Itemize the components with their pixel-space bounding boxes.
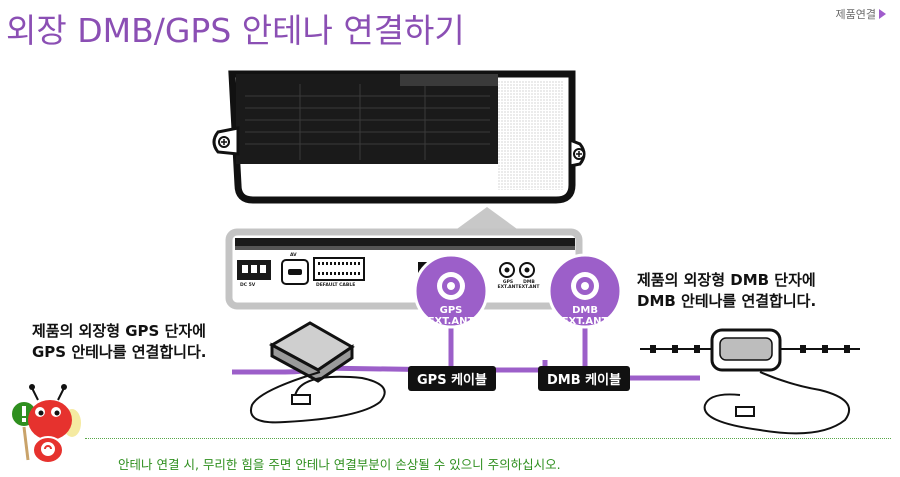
- caution-notice: 안테나 연결 시, 무리한 힘을 주면 안테나 연결부분이 손상될 수 있으니 …: [118, 457, 561, 472]
- screw-hole-right: [568, 137, 586, 168]
- default-cable-label: DEFAULT CABLE: [316, 283, 356, 288]
- dmb-antenna: [640, 328, 860, 435]
- dmb-jack-label: DMB EXT.ANT: [518, 280, 540, 290]
- dmb-callout-label: DMB EXT.ANT: [545, 305, 625, 327]
- dmb-caption: 제품의 외장형 DMB 단자에 DMB 안테나를 연결합니다.: [637, 270, 816, 312]
- gps-caption-line1: 제품의 외장형 GPS 단자에: [32, 322, 206, 340]
- notice-divider: [85, 438, 891, 439]
- dmb-callout-line2: EXT.ANT: [561, 316, 609, 327]
- gps-callout-label: GPS EXT.ANT: [411, 305, 491, 327]
- zoom-pointer: [450, 207, 524, 234]
- gps-callout: [413, 253, 489, 329]
- page-title: 외장 DMB/GPS 안테나 연결하기: [6, 11, 465, 50]
- gps-callout-line1: GPS: [439, 305, 463, 316]
- ladybug-mascot: [10, 384, 81, 464]
- arrow-right-icon: [879, 9, 886, 19]
- gps-caption: 제품의 외장형 GPS 단자에 GPS 안테나를 연결합니다.: [32, 321, 206, 363]
- screw-hole-left: [212, 126, 240, 156]
- port-panel: [225, 228, 583, 310]
- product-connect-link[interactable]: 제품연결: [836, 6, 886, 22]
- default-cable-port: [313, 257, 365, 281]
- dmb-callout-line1: DMB: [572, 305, 598, 316]
- gps-caption-line2: GPS 안테나를 연결합니다.: [32, 343, 207, 361]
- navigation-device: [212, 70, 586, 204]
- dmb-cable-label: DMB 케이블: [538, 366, 631, 391]
- dmb-caption-line2: DMB 안테나를 연결합니다.: [637, 292, 817, 310]
- gps-cable-label: GPS 케이블: [408, 366, 496, 391]
- av-port-label: AV: [290, 253, 297, 258]
- gps-callout-line2: EXT.ANT: [427, 316, 475, 327]
- gps-jack-label: GPS EXT.ANT: [497, 280, 519, 290]
- dmb-caption-line1: 제품의 외장형 DMB 단자에: [637, 271, 816, 289]
- gps-antenna: [249, 321, 386, 424]
- dc-port-label: DC 5V: [240, 283, 256, 288]
- dmb-callout: [547, 253, 623, 329]
- product-connect-label: 제품연결: [835, 8, 876, 21]
